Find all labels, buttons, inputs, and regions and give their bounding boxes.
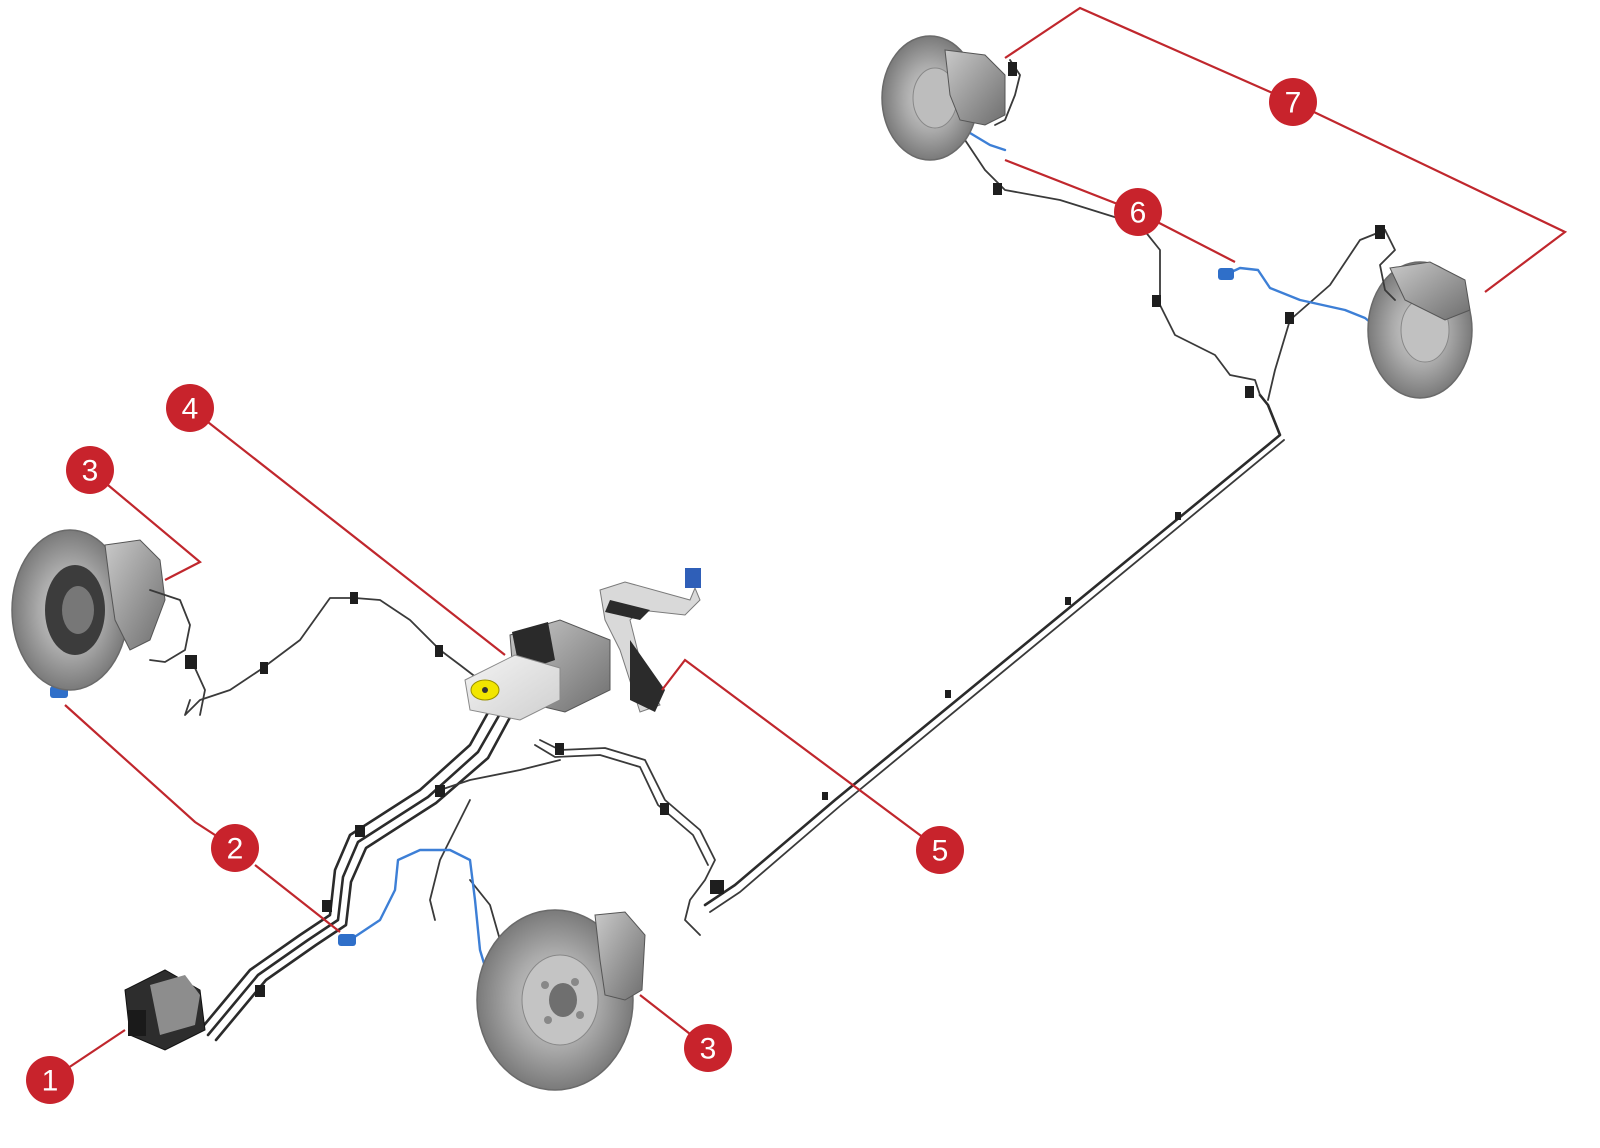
callout-3-front-left: 3 [66,446,114,494]
rear-left-brake-assembly [881,35,1021,161]
callout-5: 5 [916,826,964,874]
caliper-icon [944,49,1006,126]
callout-number: 7 [1285,87,1302,120]
master-cylinder-assembly [464,568,701,721]
abs-module-icon [124,969,206,1051]
callout-3-front-right: 3 [684,1024,732,1072]
rear-right-brake-assembly [1367,225,1473,399]
brake-lines [184,129,1386,1042]
master-cylinder-icon [464,654,561,721]
leader-lines [49,6,1568,1081]
callout-number: 3 [700,1033,717,1066]
callout-circle [211,824,259,872]
caliper-icon [594,911,646,1001]
front-right-brake-assembly [476,909,646,1091]
callout-circle [166,384,214,432]
callout-circle [1269,78,1317,126]
callout-circle [1114,188,1162,236]
caliper-icon [1389,261,1471,321]
callout-number: 3 [82,455,99,488]
callout-2: 2 [211,824,259,872]
callout-6: 6 [1114,188,1162,236]
callout-7: 7 [1269,78,1317,126]
wheel-speed-sensor-icon [1218,268,1234,280]
steering-knuckle-icon [104,539,166,651]
line-clips [255,183,1294,997]
callout-circle [66,446,114,494]
wheel-speed-sensor-icon [338,934,356,946]
callout-circle [684,1024,732,1072]
callout-1: 1 [26,1056,74,1104]
callout-number: 5 [932,835,949,868]
callout-number: 2 [227,833,244,866]
callout-number: 6 [1130,197,1147,230]
callout-4: 4 [166,384,214,432]
callout-circle [916,826,964,874]
callout-circle [26,1056,74,1104]
front-left-brake-assembly [11,529,197,691]
callout-number: 1 [42,1065,59,1098]
callout-number: 4 [182,393,199,426]
